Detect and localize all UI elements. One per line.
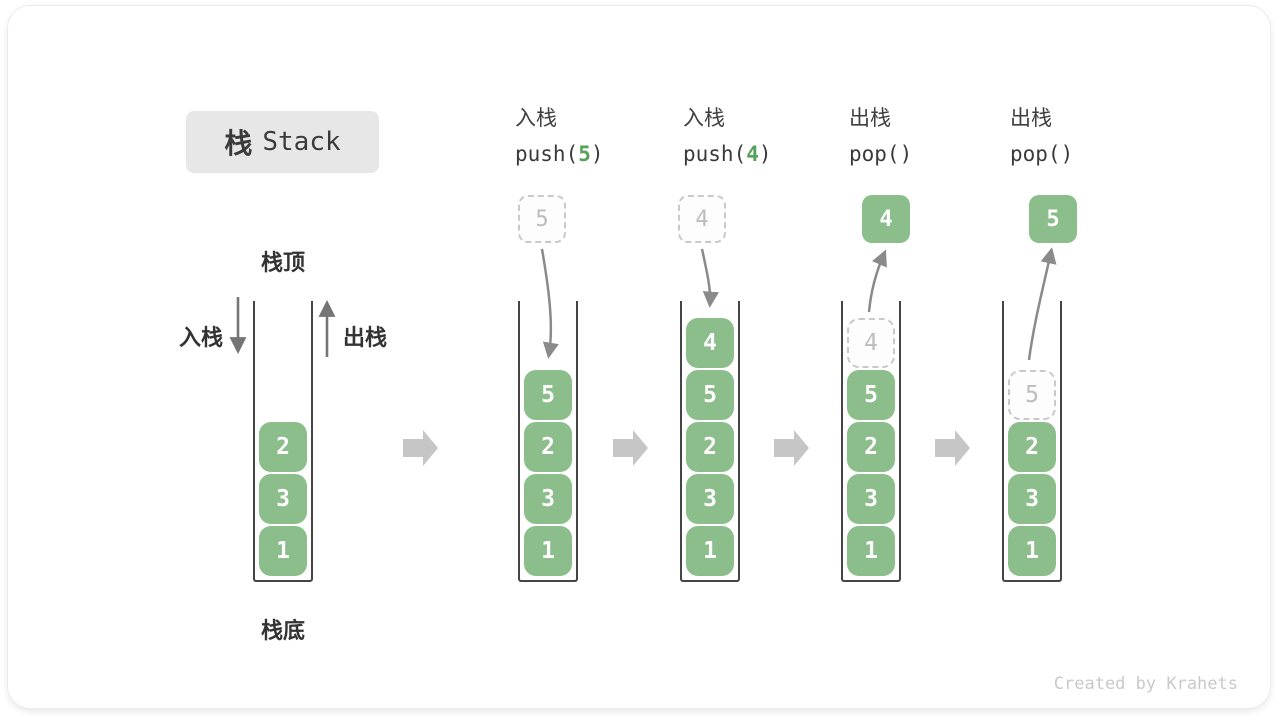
op-label-pop-1: 出栈 pop()	[849, 106, 912, 167]
op-code: push(4)	[683, 141, 772, 167]
stack-cell: 4	[686, 318, 734, 368]
stack-cell: 3	[524, 474, 572, 524]
op-name: 入栈	[683, 107, 725, 130]
title-box: 栈 Stack	[186, 111, 379, 173]
stack-cell: 3	[686, 474, 734, 524]
op-code: push(5)	[515, 141, 604, 167]
stack-cell: 1	[847, 526, 895, 576]
popped-element-box: 4	[862, 195, 910, 243]
stack-cell-ghost: 5	[1008, 370, 1056, 420]
stack-cell: 3	[259, 474, 307, 524]
code-fn: push(	[683, 142, 747, 166]
stack-top-label: 栈顶	[260, 250, 305, 275]
stack-cell: 5	[686, 370, 734, 420]
code-fn: pop(	[849, 142, 900, 166]
op-label-push-5: 入栈 push(5)	[515, 106, 604, 167]
code-close: )	[758, 142, 772, 166]
op-name: 入栈	[515, 107, 557, 130]
code-close: )	[1060, 142, 1074, 166]
code-fn: pop(	[1010, 142, 1061, 166]
op-name: 出栈	[849, 107, 891, 130]
stack-cell: 1	[686, 526, 734, 576]
title-en: Stack	[262, 127, 341, 157]
stack-cell: 2	[847, 422, 895, 472]
code-fn: push(	[515, 142, 579, 166]
stack-cell: 1	[259, 526, 307, 576]
op-code: pop()	[1010, 141, 1073, 167]
op-label-push-4: 入栈 push(4)	[683, 106, 772, 167]
stack-cell: 1	[524, 526, 572, 576]
code-arg: 5	[578, 142, 591, 166]
stack-cell: 2	[259, 422, 307, 472]
stack-cell: 3	[1008, 474, 1056, 524]
code-arg: 4	[746, 142, 759, 166]
stack-cell: 5	[847, 370, 895, 420]
op-label-pop-2: 出栈 pop()	[1010, 106, 1073, 167]
stack-bottom-label: 栈底	[260, 618, 305, 643]
stack-cell: 2	[524, 422, 572, 472]
stack-cell: 5	[524, 370, 572, 420]
code-close: )	[590, 142, 604, 166]
stack-cell: 1	[1008, 526, 1056, 576]
stack-cell: 3	[847, 474, 895, 524]
title-zh: 栈	[224, 128, 253, 159]
stack-cell: 2	[686, 422, 734, 472]
code-close: )	[899, 142, 913, 166]
op-name: 出栈	[1010, 107, 1052, 130]
watermark: Created by Krahets	[1053, 674, 1238, 694]
pop-side-label: 出栈	[343, 325, 388, 350]
incoming-element-ghost: 4	[678, 195, 726, 243]
op-code: pop()	[849, 141, 912, 167]
stack-cell-ghost: 4	[847, 318, 895, 368]
push-side-label: 入栈	[179, 325, 224, 350]
stack-cell: 2	[1008, 422, 1056, 472]
incoming-element-ghost: 5	[518, 195, 566, 243]
popped-element-box: 5	[1029, 195, 1077, 243]
